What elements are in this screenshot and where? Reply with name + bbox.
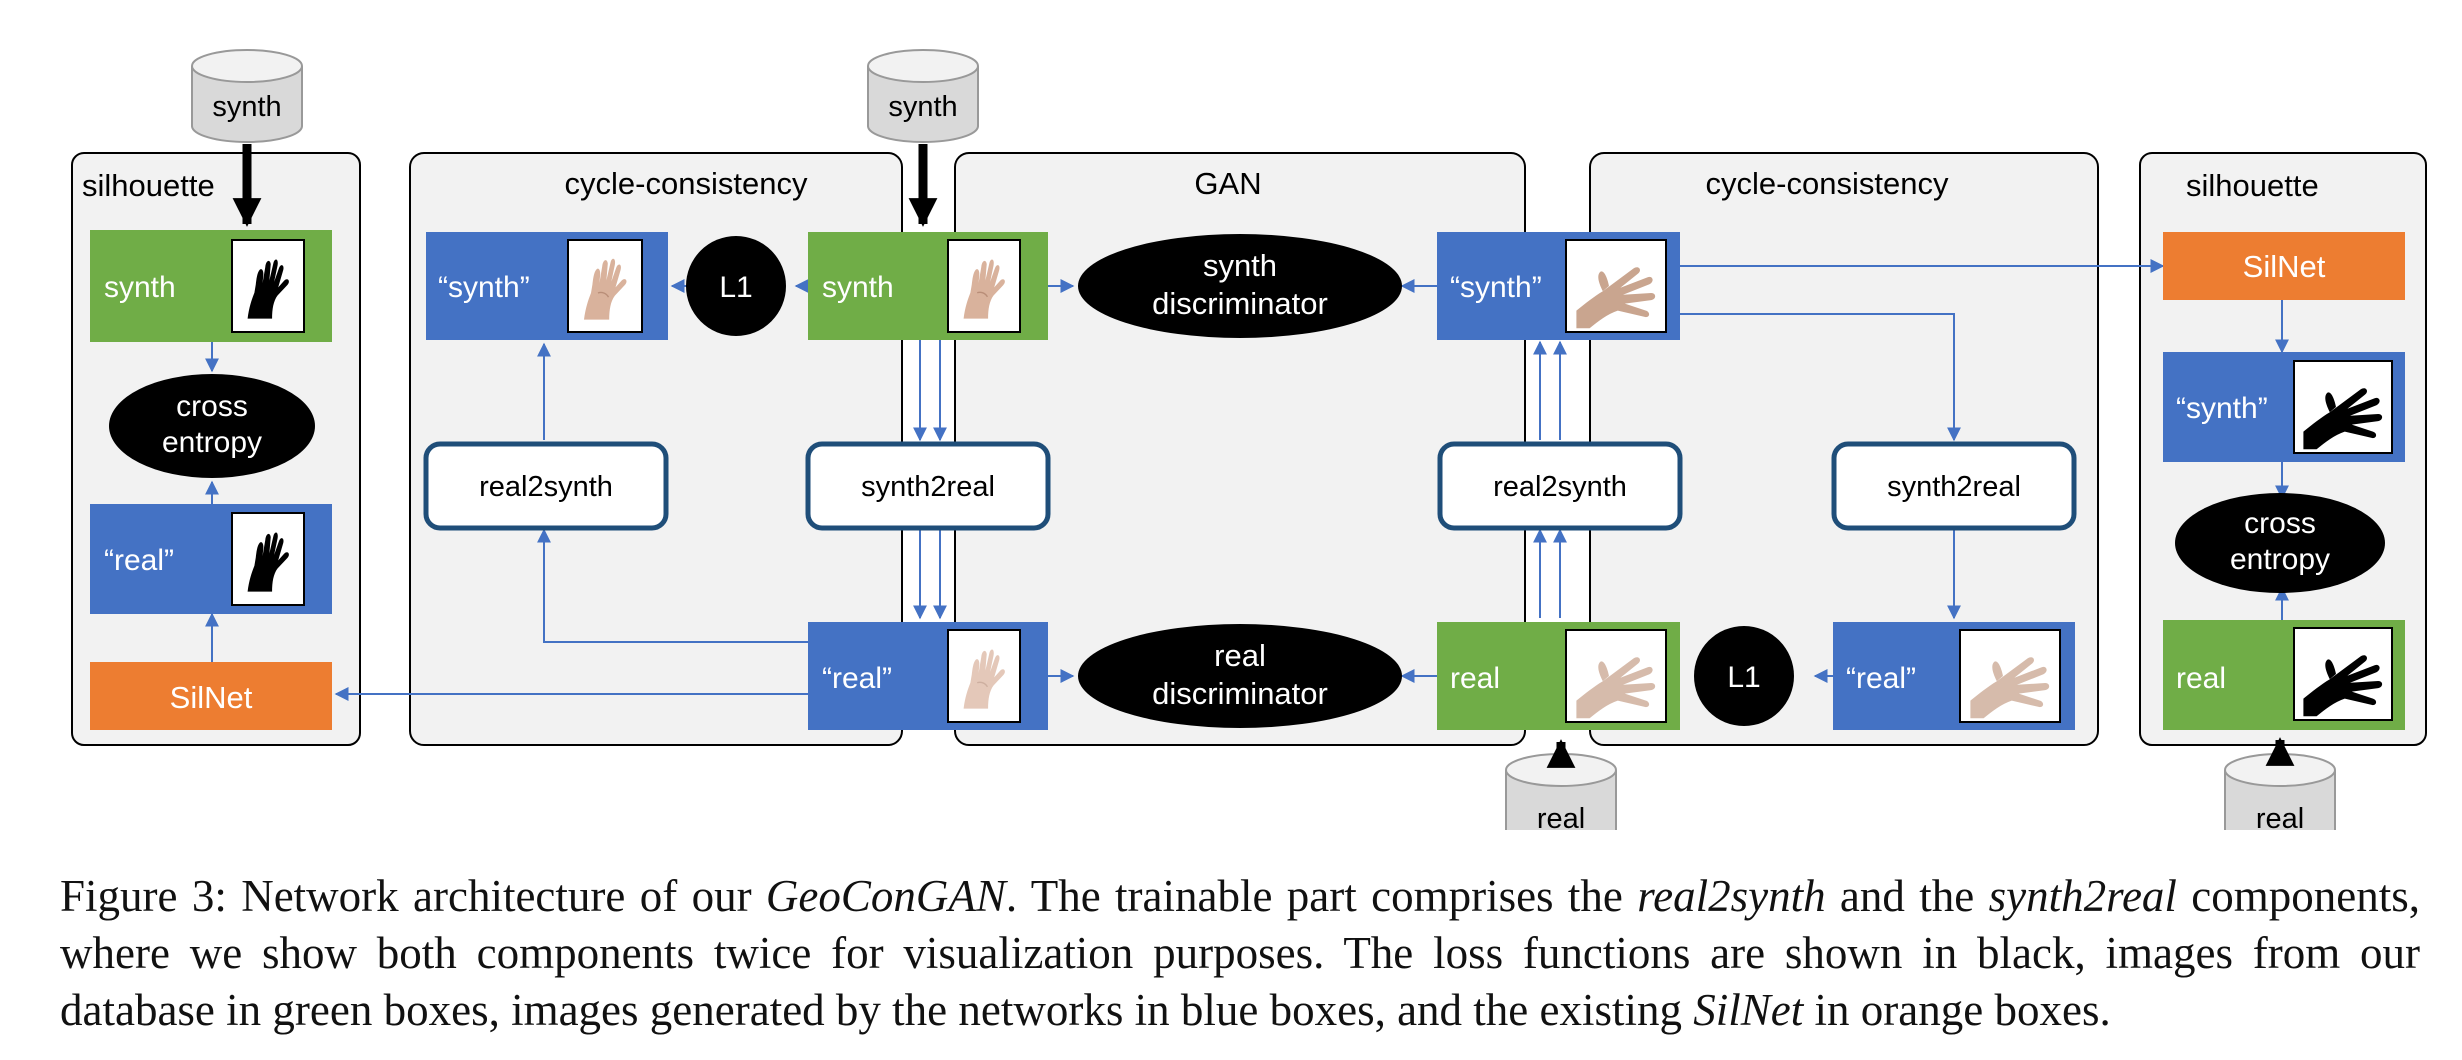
caption-italic: SilNet [1693,985,1804,1035]
caption-italic: GeoConGAN [765,871,1006,921]
caption-text: and the [1825,871,1989,921]
caption-italic: real2synth [1637,871,1826,921]
loss-label: cross [176,390,248,423]
image-box-synth-database: synth [808,232,1048,340]
image-label: synth [104,271,176,304]
loss-label: entropy [2230,543,2330,576]
network-real2synth-left: real2synth [423,441,669,531]
loss-label: cross [2244,507,2316,540]
network-synth2real-right: synth2real [1831,441,2077,531]
network-label: SilNet [170,680,253,715]
image-label: “real” [1846,662,1916,695]
image-box-real-silhouette-right: real [2163,620,2405,730]
loss-l1-left: L1 [686,236,786,336]
image-label: “synth” [438,271,530,304]
panel-title: cycle-consistency [565,166,808,201]
architecture-diagram: silhouette cycle-consistency cycle-consi… [71,49,2427,830]
panel-title: silhouette [82,168,215,203]
loss-label: discriminator [1152,286,1328,321]
silnet-box-left: SilNet [90,662,332,730]
image-box-generated-real-left: “real” [808,622,1048,730]
image-label: synth [822,271,894,304]
network-label: SilNet [2243,249,2326,284]
image-box-synth-silhouette: synth [90,230,332,342]
loss-l1-right: L1 [1694,626,1794,726]
image-box-real-database: real [1437,622,1680,730]
figure-caption: Figure 3: Network architecture of our Ge… [60,868,2420,1039]
loss-label: L1 [719,271,752,304]
loss-cross-entropy-left: cross entropy [109,374,315,478]
image-box-generated-real-right: “real” [1833,622,2075,730]
loss-label: L1 [1727,661,1760,694]
image-label: real [1450,662,1500,695]
network-label: real2synth [1493,471,1627,503]
loss-label: real [1214,638,1266,673]
loss-real-discriminator: real discriminator [1078,624,1402,728]
caption-italic: synth2real [1988,871,2177,921]
caption-text: . The trainable part comprises the [1005,871,1638,921]
loss-label: entropy [162,426,262,459]
network-label: real2synth [479,471,613,503]
image-label: “real” [822,662,892,695]
silnet-box-right: SilNet [2163,232,2405,300]
image-box-generated-synth-right: “synth” [1437,232,1680,340]
panel-title: GAN [1194,166,1261,201]
database-label: synth [212,91,281,123]
image-label: “synth” [2176,392,2268,425]
database-arrows [232,144,2295,768]
network-real2synth-right: real2synth [1437,441,1683,531]
connection-arrows [205,259,2289,701]
database-label: synth [888,91,957,123]
image-box-real-silhouette: “real” [90,504,332,614]
loss-cross-entropy-right: cross entropy [2175,493,2385,593]
image-box-synth-silhouette-right: “synth” [2163,352,2405,462]
database-label: real [2256,803,2304,830]
database-synth-left: synth [191,49,303,143]
database-real-center: real [1505,753,1617,830]
database-synth-center: synth [867,49,979,143]
network-synth2real-left: synth2real [805,441,1051,531]
caption-text: compo­nents, where we show both componen… [60,871,2420,1035]
panel-title: cycle-consistency [1706,166,1949,201]
loss-synth-discriminator: synth discriminator [1078,234,1402,338]
caption-text: Figure 3: Network architecture of our [60,871,766,921]
loss-label: synth [1203,248,1277,283]
database-label: real [1537,803,1585,830]
database-real-right: real [2224,753,2336,830]
image-label: “synth” [1450,271,1542,304]
image-box-generated-synth-left: “synth” [426,232,668,340]
network-label: synth2real [861,471,995,503]
image-label: real [2176,662,2226,695]
loss-label: discriminator [1152,676,1328,711]
network-label: synth2real [1887,471,2021,503]
caption-text: in orange boxes. [1803,985,2111,1035]
panel-title: silhouette [2186,168,2319,203]
image-label: “real” [104,544,174,577]
